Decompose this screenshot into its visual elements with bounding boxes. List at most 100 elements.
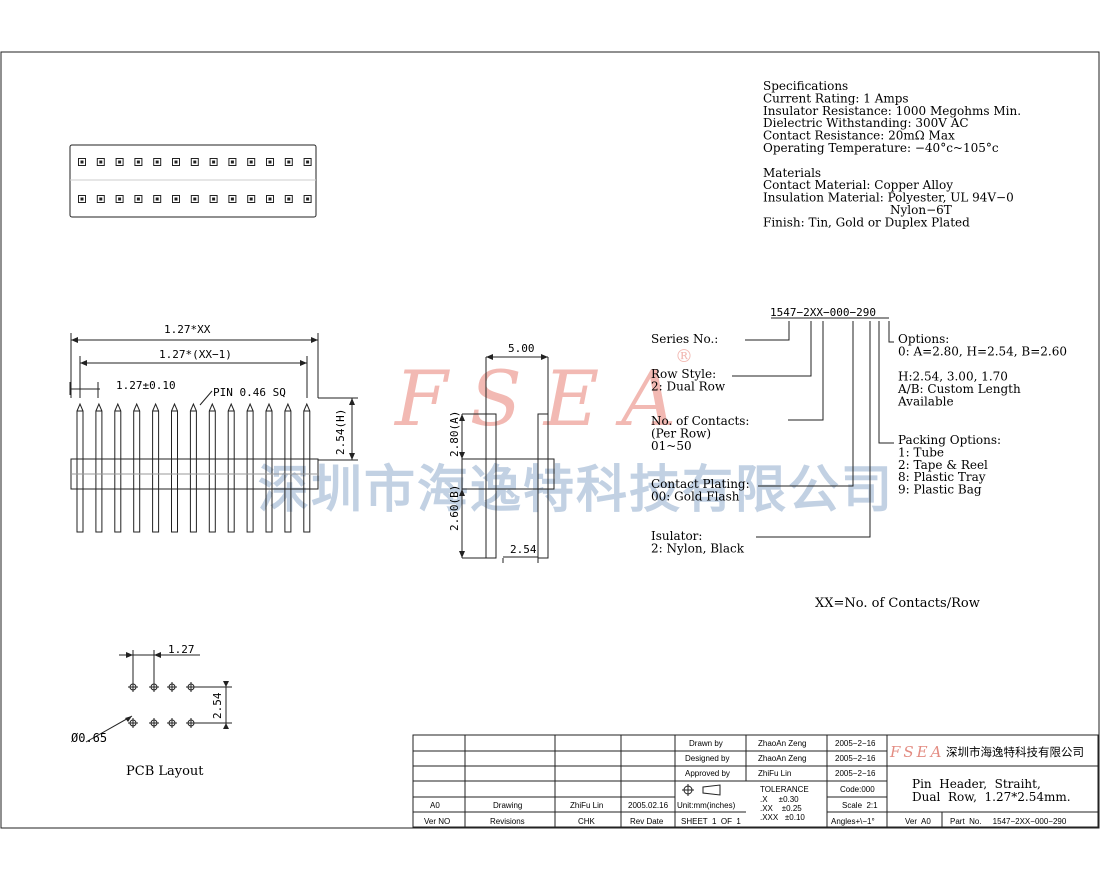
dim-pitch: 1.27±0.10 (116, 379, 176, 392)
contact-pad (190, 158, 199, 166)
dim-b: 2.60(B) (448, 485, 461, 531)
designed-by-name: ZhaoAn Zeng (758, 754, 806, 763)
header-pin (76, 402, 84, 533)
header-pin (303, 402, 311, 533)
contact-pad (115, 195, 124, 203)
contact-pad (172, 195, 180, 203)
header-pin (171, 402, 178, 533)
front-view-arrows (71, 337, 355, 460)
dim-row-pitch: 2.54 (510, 543, 537, 556)
contact-pad-center (99, 197, 103, 201)
tolerance-label: TOLERANCE (760, 785, 809, 794)
contact-pad (172, 158, 180, 166)
contact-pad-center (287, 160, 291, 164)
spec-line: Contact Material: Copper Alloy (763, 178, 953, 192)
spec-line: Contact Resistance: 20mΩ Max (763, 129, 955, 143)
code-label: Code:000 (840, 785, 875, 794)
drawn-by-date: 2005−2−16 (835, 739, 876, 748)
header-pin (265, 402, 273, 533)
title-block-text: Drawn by ZhaoAn Zeng 2005−2−16 Designed … (424, 739, 1067, 826)
chk-name: ZhiFu Lin (570, 801, 603, 810)
spec-line: Finish: Tin, Gold or Duplex Plated (763, 215, 970, 229)
contact-pad-center (136, 197, 140, 201)
tol-xxx: .XXX ±0.10 (760, 813, 805, 822)
contact-pad-center (174, 160, 178, 164)
contact-pad-center (99, 160, 103, 164)
contact-pad-center (268, 197, 272, 201)
part-no-label: Part No. 1547−2XX−000−290 (950, 817, 1067, 826)
watermark-logo: FSEA (393, 354, 698, 443)
title-company: 深圳市海逸特科技有限公司 (946, 745, 1084, 759)
approved-by-date: 2005−2−16 (835, 769, 876, 778)
contact-pad-center (212, 197, 216, 201)
header-pin (246, 402, 254, 533)
contact-pad-center (230, 160, 234, 164)
designed-by-date: 2005−2−16 (835, 754, 876, 763)
contact-pad-center (193, 160, 197, 164)
contact-pad-center (287, 197, 291, 201)
spec-line: Operating Temperature: −40°c~105°c (763, 141, 999, 155)
contact-pad-center (118, 160, 122, 164)
contact-pad-center (155, 197, 159, 201)
contact-pad (209, 195, 218, 203)
contact-pad (303, 158, 312, 166)
spec-line: Insulator Resistance: 1000 Megohms Min. (763, 104, 1021, 118)
contact-pad (96, 195, 105, 203)
drawn-by-name: ZhaoAn Zeng (758, 739, 806, 748)
contact-pad-center (249, 160, 253, 164)
drawing-title: Pin Header, Straiht, Dual Row, 1.27*2.54… (912, 777, 1071, 804)
pcb-title: PCB Layout (126, 764, 204, 779)
plating: Contact Plating: 00: Gold Flash (651, 477, 753, 504)
contact-pad (303, 195, 312, 203)
contact-pad-center (249, 197, 253, 201)
drawing-border (0, 51, 1100, 829)
sheet-label: SHEET 1 OF 1 (681, 817, 741, 826)
revisions-label: Revisions (490, 817, 525, 826)
spec-line: Specifications (763, 79, 848, 93)
contact-pad (153, 158, 162, 166)
side-view-arrows (459, 354, 548, 558)
spec-line: Dielectric Withstanding: 300V AC (763, 116, 969, 130)
units-label: Unit:mm(inches) (677, 801, 736, 810)
dim-a: 2.80(A) (448, 411, 461, 457)
pcb-hole: Ø0.65 (71, 731, 107, 745)
contact-pad-center (174, 197, 178, 201)
contact-pad-center (230, 197, 234, 201)
drawn-by-label: Drawn by (689, 739, 723, 748)
tol-xx: .XX ±0.25 (760, 804, 802, 813)
header-pin (114, 402, 122, 533)
contact-pad-center (136, 160, 140, 164)
drawing-label: Drawing (493, 801, 522, 810)
contact-pad-center (155, 160, 159, 164)
top-view (69, 144, 317, 218)
chk-label: CHK (578, 817, 596, 826)
contact-pad (284, 195, 293, 203)
pcb-arrows (125, 652, 229, 729)
dim-height: 2.54(H) (334, 409, 347, 455)
pcb-pitch: 1.27 (168, 643, 195, 656)
part-number-leaders (732, 317, 894, 538)
pcb-row-pitch: 2.54 (211, 692, 224, 719)
contact-pad (247, 195, 256, 203)
header-pin (133, 402, 141, 533)
options: Options: 0: A=2.80, H=2.54, B=2.60 H:2.5… (897, 332, 1071, 409)
contact-pad (247, 158, 256, 166)
side-view (461, 356, 555, 563)
row-style: Row Style: 2: Dual Row (651, 367, 726, 394)
watermark-company: 深圳市海逸特科技有限公司 (258, 461, 894, 520)
contact-pad-center (80, 160, 84, 164)
contact-pad (266, 195, 274, 203)
watermark-registered: ® (675, 346, 693, 367)
contact-pad-center (212, 160, 216, 164)
header-pin (284, 402, 292, 533)
ver-label: Ver A0 (905, 817, 931, 826)
spec-line: Nylon−6T (890, 203, 952, 217)
insulator: Isulator: 2: Nylon, Black (651, 529, 745, 556)
contact-pad-center (80, 197, 84, 201)
part-number-code: 1547−2XX−000−290 (770, 306, 876, 319)
contact-pad (78, 195, 86, 203)
watermark: FSEA ® 深圳市海逸特科技有限公司 (258, 346, 894, 520)
contact-pad-center (306, 197, 310, 201)
contact-pad-center (268, 160, 272, 164)
front-view (69, 333, 358, 533)
